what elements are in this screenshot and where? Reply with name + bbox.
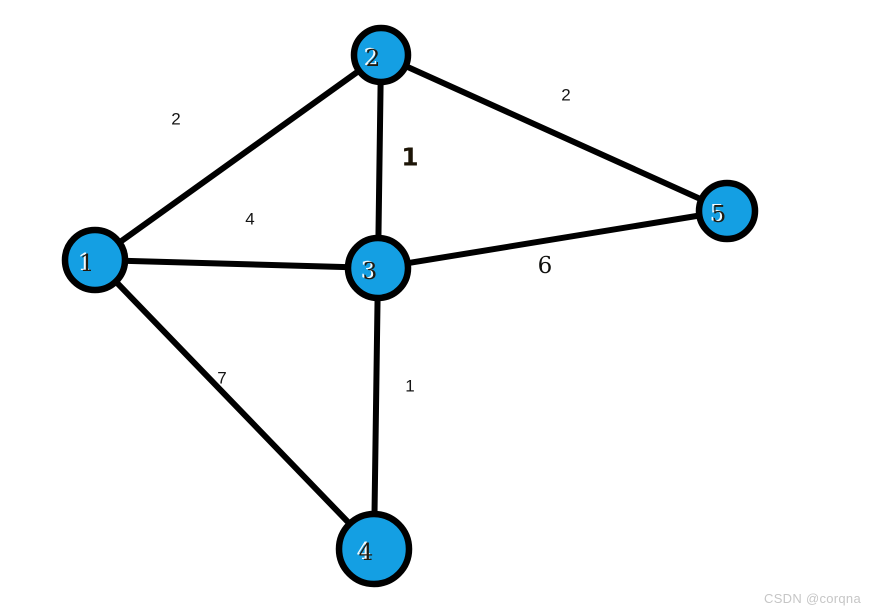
edge-weight-2-3: 1 xyxy=(401,143,418,172)
edge-2-5 xyxy=(378,52,730,214)
watermark: CSDN @corqna xyxy=(764,591,861,606)
node-4: 4 xyxy=(335,510,413,588)
node-label-3: 3 xyxy=(363,259,378,285)
node-label-1: 1 xyxy=(80,251,95,277)
node-label-5: 5 xyxy=(712,202,727,228)
node-circle-4 xyxy=(335,510,413,588)
node-2: 2 xyxy=(350,24,412,86)
edge-3-5 xyxy=(375,208,730,271)
node-circle-5 xyxy=(695,179,759,243)
node-3: 3 xyxy=(344,234,412,302)
node-5: 5 xyxy=(695,179,759,243)
node-1: 1 xyxy=(61,226,129,294)
edge-weight-2-5: 2 xyxy=(561,86,570,105)
edge-weight-1-2: 2 xyxy=(171,110,180,129)
edge-3-4 xyxy=(371,265,381,552)
edge-1-4 xyxy=(92,257,377,552)
node-circle-2 xyxy=(350,24,412,86)
nodes-layer: 1 2 3 4 5 xyxy=(61,24,759,588)
node-label-2: 2 xyxy=(366,46,381,72)
edges-layer xyxy=(92,52,730,552)
edge-weight-1-3: 4 xyxy=(245,210,254,229)
edge-weight-1-4: 7 xyxy=(217,369,226,388)
edge-weights-layer: 2 1 2 4 6 7 1 xyxy=(171,86,570,396)
edge-2-3 xyxy=(375,52,384,271)
node-circle-1 xyxy=(61,226,129,294)
node-circle-3 xyxy=(344,234,412,302)
node-label-4: 4 xyxy=(359,540,374,566)
edge-weight-3-5: 6 xyxy=(538,253,553,279)
edge-1-2 xyxy=(92,52,384,263)
edge-1-3 xyxy=(92,257,381,271)
edge-weight-3-4: 1 xyxy=(405,377,414,396)
